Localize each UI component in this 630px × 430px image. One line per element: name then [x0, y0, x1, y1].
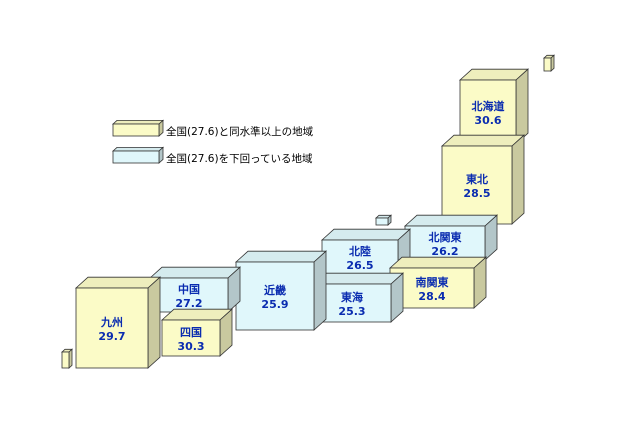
region-name-kyushu: 九州 — [100, 315, 123, 329]
region-tohoku-top-face — [440, 134, 526, 147]
region-name-shikoku: 四国 — [180, 326, 202, 339]
region-name-tohoku: 東北 — [466, 172, 488, 186]
region-value-minamikanto: 28.4 — [418, 290, 445, 303]
hokkaido-islet — [542, 54, 556, 72]
region-name-hokuriku: 北陸 — [349, 244, 371, 258]
okinawa-islet-front-face — [61, 351, 70, 369]
region-value-kitakanto: 26.2 — [431, 245, 458, 258]
region-tohoku-side-face — [511, 134, 525, 225]
okinawa-islet — [60, 348, 74, 369]
region-chugoku-front-face — [149, 277, 229, 313]
legend-swatch-at_or_above-top-face — [111, 120, 165, 125]
legend-label-below: 全国(27.6)を下回っている地域 — [166, 152, 313, 165]
region-hokuriku-top-face — [320, 228, 412, 241]
region-shikoku-front-face — [161, 319, 221, 357]
region-name-tokai: 東海 — [341, 290, 363, 304]
legend-swatch-below-top-face — [111, 146, 165, 152]
region-value-kyushu: 29.7 — [98, 330, 125, 343]
region-value-kinki: 25.9 — [261, 298, 288, 311]
hokkaido-islet-front-face — [543, 57, 552, 72]
legend-swatch-below-front-face — [112, 150, 160, 164]
region-kyushu-top-face — [74, 276, 162, 289]
region-tokai-top-face — [311, 272, 405, 285]
legend-label-at_or_above: 全国(27.6)と同水準以上の地域 — [166, 125, 314, 138]
region-value-tokai: 25.3 — [338, 305, 365, 318]
sado-islet — [374, 214, 393, 226]
region-name-chugoku: 中国 — [178, 282, 200, 296]
okinawa-islet-side-face — [68, 348, 73, 369]
region-kinki-front-face — [235, 261, 315, 331]
region-name-minamikanto: 南関東 — [416, 275, 450, 289]
region-minamikanto-front-face — [389, 267, 475, 309]
region-value-tohoku: 28.5 — [463, 187, 490, 200]
region-blocks: 北海道30.6東北28.5北関東26.2北陸26.5南関東28.4東海25.3近… — [74, 68, 530, 369]
region-kyushu-side-face — [147, 276, 161, 369]
region-hokuriku-front-face — [321, 239, 399, 275]
region-value-shikoku: 30.3 — [177, 340, 204, 353]
region-tohoku-front-face — [441, 145, 513, 225]
region-value-hokuriku: 26.5 — [346, 259, 373, 272]
region-kinki-side-face — [313, 250, 327, 331]
legend-swatch-below — [111, 146, 165, 164]
hokkaido-islet-side-face — [550, 54, 555, 72]
legend-swatch-at_or_above-front-face — [112, 123, 160, 137]
region-value-hokkaido: 30.6 — [474, 114, 501, 127]
islet-blocks — [60, 54, 556, 369]
region-kyushu-front-face — [75, 287, 149, 369]
region-chugoku-top-face — [148, 266, 242, 279]
region-name-kitakanto: 北関東 — [429, 230, 463, 244]
region-kinki-top-face — [234, 250, 328, 263]
region-hokkaido-side-face — [515, 68, 529, 145]
legend-swatch-at_or_above — [111, 119, 165, 137]
region-minamikanto-top-face — [388, 256, 488, 269]
region-name-kinki: 近畿 — [264, 283, 286, 297]
region-kitakanto-top-face — [403, 214, 499, 227]
region-hokkaido-front-face — [459, 79, 517, 145]
region-value-chugoku: 27.2 — [175, 297, 202, 310]
sado-islet-front-face — [375, 217, 389, 226]
region-kitakanto-front-face — [404, 225, 486, 261]
region-name-hokkaido: 北海道 — [472, 99, 505, 113]
